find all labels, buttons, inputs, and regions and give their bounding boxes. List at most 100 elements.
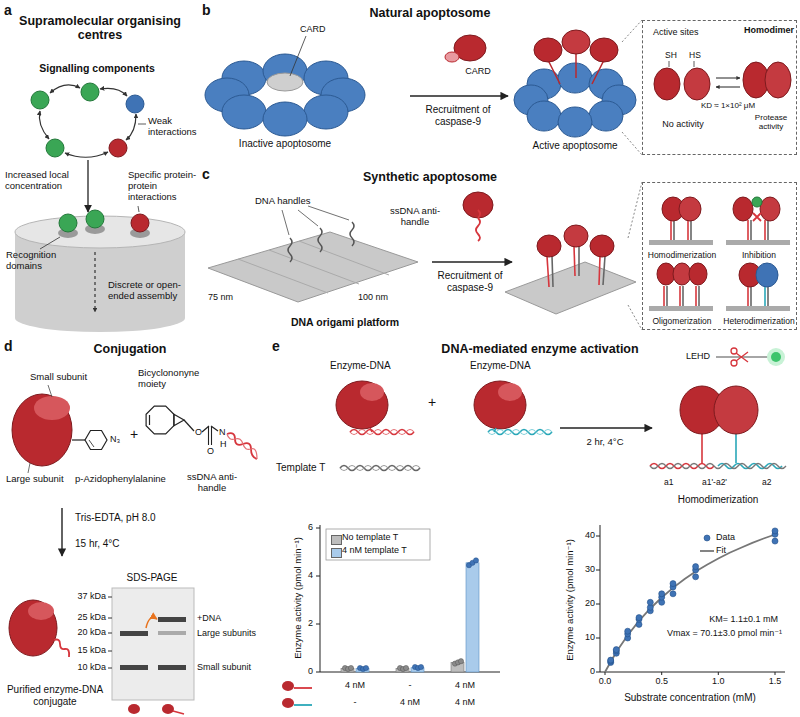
heading-label: a [4, 2, 12, 18]
heading-label: Synthetic apoptosome [363, 170, 497, 184]
text-label: Small subunit [30, 372, 87, 383]
inset-text: Oligomerization [652, 317, 711, 327]
text-label: 40 [585, 530, 595, 540]
panel-c-art [208, 182, 790, 330]
panel-b-art [205, 54, 636, 137]
text-label: 100 nm [358, 292, 388, 302]
text-label: Specific protein-protein interactions [128, 170, 198, 203]
text-label: ssDNA anti-handle [177, 472, 247, 494]
inset-text: Inhibition [742, 251, 776, 261]
text-label: - [354, 697, 357, 707]
heading-label: b [202, 2, 211, 18]
legend-text: No template T [342, 532, 398, 542]
text-label: a1 [664, 478, 673, 488]
text-label: 0.0 [599, 676, 612, 686]
inset-text: Active sites [653, 27, 699, 37]
text-label: 0.5 [655, 676, 668, 686]
inset-text: Heterodimerization [723, 317, 794, 327]
text-label: Recruitment of caspase-9 [408, 104, 508, 127]
text-label: KM= 1.1±0.1 mM [709, 614, 778, 624]
text-label: + [130, 426, 138, 442]
text-label: CARD [300, 24, 326, 34]
bar-chart [282, 525, 500, 708]
panel-b-caspase [290, 20, 791, 155]
text-label: 1.0 [712, 676, 725, 686]
text-label: SDS-PAGE [127, 572, 178, 584]
inset-text: HS [689, 51, 701, 61]
heading-label: Signalling components [39, 62, 155, 74]
text-label: Active apoptosome [532, 140, 617, 152]
text-label: O [195, 427, 202, 437]
text-label: Bicyclononyne moiety [138, 368, 218, 390]
inset-text: KD ≈ 1×10² μM [701, 101, 755, 110]
heading-label: Supramolecular organising centres [8, 14, 193, 43]
text-label: 4 [308, 570, 313, 580]
text-label: Homodimerization [678, 494, 759, 506]
kinetics-chart [596, 525, 785, 675]
text-label: Large subunits [197, 628, 256, 638]
text-label: O [207, 446, 214, 456]
text-label: CARD [465, 66, 491, 76]
text-label: p-Azidophenylalanine [75, 474, 166, 485]
text-label: 20 kDa [77, 627, 106, 637]
text-label: Weak interactions [148, 116, 200, 138]
inset-text: Homodimer [744, 25, 794, 35]
axis-title: Enzyme activity (pmol min⁻¹) [293, 537, 304, 659]
text-label: 10 kDa [77, 662, 106, 672]
text-label: 2 [308, 618, 313, 628]
text-label: 0 [590, 666, 595, 676]
heading-label: e [272, 338, 280, 354]
text-label: 1.5 [769, 676, 782, 686]
text-label: - [409, 680, 412, 690]
text-label: Large subunit [6, 474, 64, 485]
heading-label: d [4, 338, 13, 354]
text-label: 4 nM [345, 680, 365, 690]
legend-swatch [331, 535, 342, 545]
text-label: Template T [276, 462, 325, 474]
heading-label: Natural apoptosome [370, 6, 491, 20]
text-label: 4 nM [400, 697, 420, 707]
panel-d-art [9, 385, 257, 714]
inset-box: HomodimerizationInhibitionOligomerizatio… [642, 182, 797, 330]
text-label: Small subunit [197, 662, 251, 672]
text-label: +DNA [197, 613, 221, 623]
text-label: Increased local concentration [5, 170, 83, 192]
text-label: 6 [308, 522, 313, 532]
inset-text: Protease activity [743, 113, 799, 132]
legend-text: Data [716, 532, 735, 542]
text-label: 75 nm [208, 292, 233, 302]
panel-e-art [336, 348, 786, 471]
text-label: N₃ [110, 434, 120, 444]
text-label: Substrate concentration (mM) [624, 692, 756, 704]
text-label: 37 kDa [77, 591, 106, 601]
text-label: + [428, 394, 436, 410]
text-label: 4 nM [455, 697, 475, 707]
inset-box: Active sitesSHHSHomodimerNo activityKD ≈… [642, 20, 797, 155]
text-label: Recruitment of caspase-9 [425, 270, 515, 293]
text-label: N [219, 427, 226, 437]
heading-label: DNA origami platform [291, 316, 399, 328]
text-label: ssDNA anti-handle [378, 206, 453, 228]
heading-label: DNA-mediated enzyme activation [441, 342, 638, 356]
text-label: 15 kDa [77, 645, 106, 655]
text-label: a2 [762, 478, 771, 488]
text-label: H [220, 439, 227, 449]
text-label: 10 [585, 632, 595, 642]
text-label: Tris-EDTA, pH 8.0 [75, 512, 156, 524]
text-label: 30 [585, 564, 595, 574]
text-label: Vmax = 70.1±3.0 pmol min⁻¹ [667, 628, 782, 638]
text-label: Inactive apoptosome [239, 138, 331, 150]
text-label: Enzyme-DNA [470, 360, 531, 372]
inset-text: SH [665, 51, 677, 61]
text-label: 15 hr, 4°C [75, 538, 120, 550]
text-label: 25 kDa [77, 612, 106, 622]
text-label: 2 hr, 4°C [586, 437, 623, 448]
text-label: 4 nM [455, 680, 475, 690]
text-label: 0 [308, 666, 313, 676]
text-label: 20 [585, 598, 595, 608]
text-label: Enzyme-DNA [330, 360, 391, 372]
legend-swatch [331, 548, 342, 558]
heading-label: c [202, 166, 210, 182]
legend-text: 4 nM template T [342, 545, 407, 555]
axis-title: Enzyme activity (pmol min⁻¹) [565, 539, 576, 661]
